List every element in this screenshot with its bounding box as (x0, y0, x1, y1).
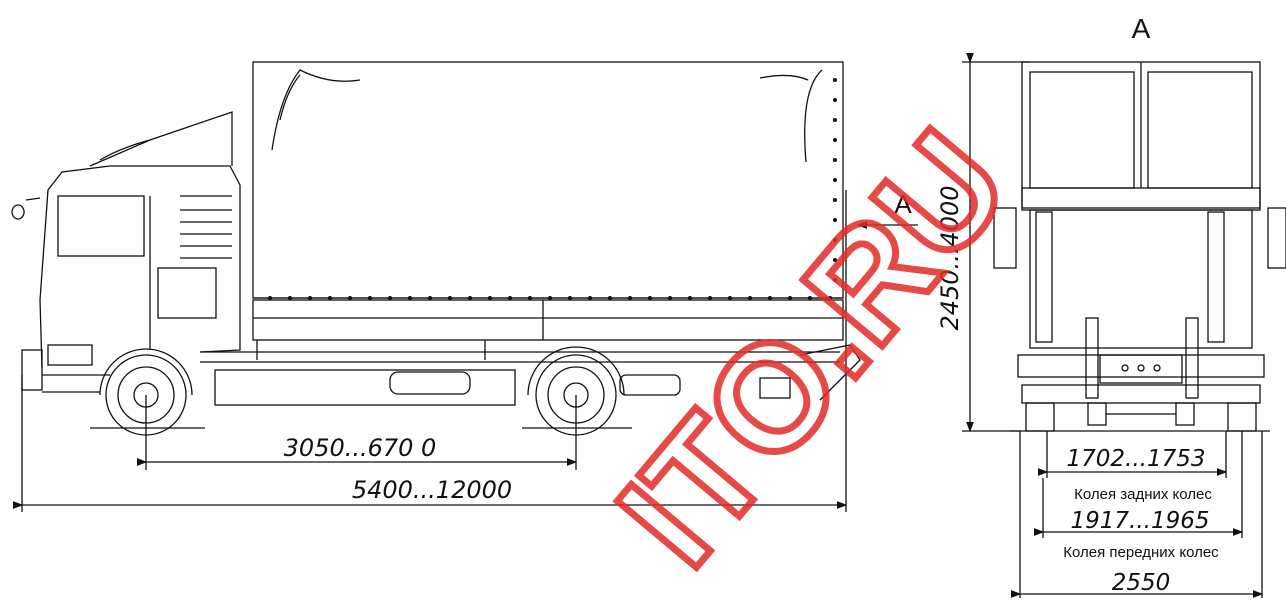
wheelbase-label: 3050...670 0 (284, 434, 437, 462)
view-title: A (1132, 13, 1151, 44)
watermark: ITO.RU (586, 100, 1040, 595)
length-dimension (12, 190, 848, 512)
height-dimension (962, 52, 1030, 433)
front-track-dimension (1033, 431, 1244, 538)
width-label: 2550 (1112, 570, 1171, 596)
chassis (200, 344, 861, 406)
rear-track-dimension (1037, 431, 1228, 478)
front-track-label: 1917...1965 (1071, 508, 1210, 534)
rear-wheels (1025, 402, 1257, 432)
rear-view (962, 52, 1286, 598)
tarp-rivets (268, 78, 837, 300)
rear-track-label: 1702...1753 (1067, 446, 1206, 472)
width-dimension (1010, 431, 1264, 598)
front-track-caption: Колея передних колес (1063, 544, 1219, 561)
side-view (11, 61, 918, 512)
height-label: 2450...4000 (936, 185, 964, 330)
rear-track-caption: Колея задних колес (1074, 486, 1212, 503)
cab (11, 111, 241, 393)
rear-box (993, 61, 1286, 349)
wheelbase-dimension (136, 395, 578, 470)
rear-bumper (1017, 317, 1265, 404)
view-marker: A (894, 189, 912, 219)
overall-length-label: 5400...12000 (352, 476, 512, 504)
